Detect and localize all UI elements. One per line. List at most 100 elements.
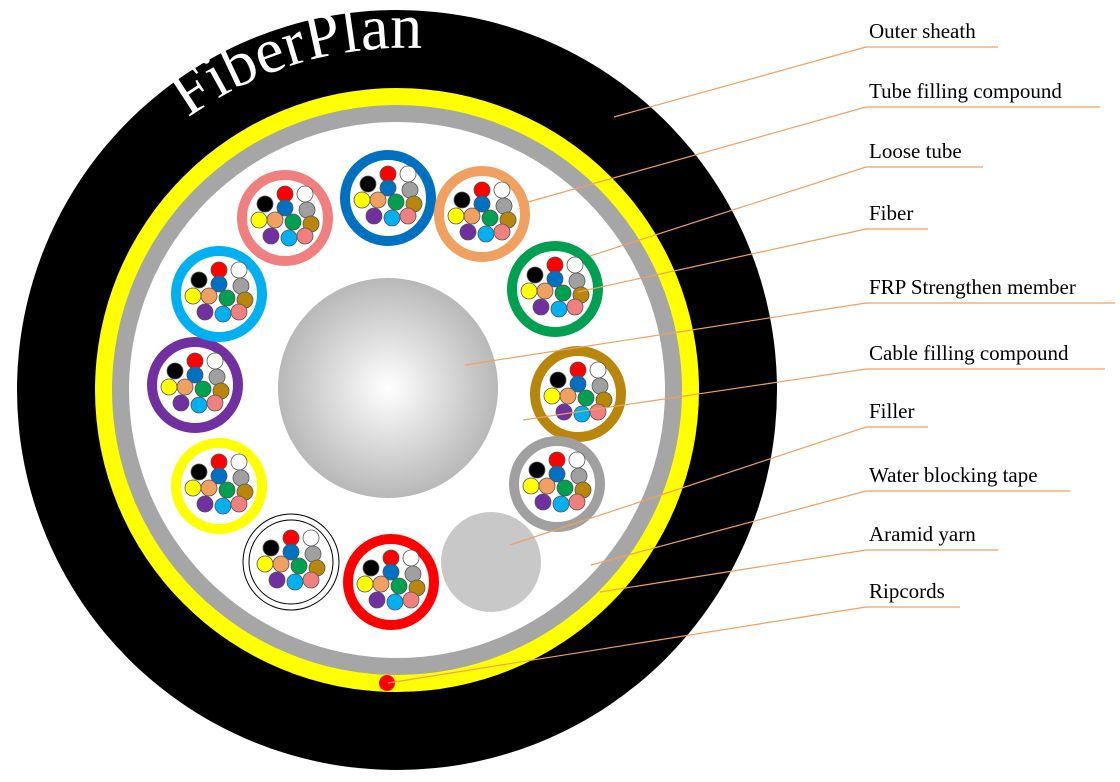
fiber [272, 555, 290, 573]
fiber [214, 497, 232, 515]
fiber [230, 453, 248, 471]
fiber [368, 591, 386, 609]
fiber [463, 207, 481, 225]
fiber [262, 539, 280, 557]
fiber [218, 289, 236, 307]
leader-line [522, 368, 867, 421]
fiber [522, 477, 540, 495]
fiber [546, 270, 564, 288]
fiber [365, 207, 383, 225]
fiber [296, 227, 314, 245]
fiber [526, 266, 544, 284]
fiber [382, 563, 400, 581]
loose-tube [171, 438, 267, 534]
fiber [232, 277, 250, 295]
loose-tube [509, 436, 605, 532]
fiber [262, 227, 280, 245]
fiber [570, 467, 588, 485]
fiber [196, 495, 214, 513]
fiber [383, 209, 401, 227]
fiber [290, 557, 308, 575]
label-aramid-yarn: Aramid yarn [869, 522, 976, 546]
fiber [232, 469, 250, 487]
fiber [473, 195, 491, 213]
ripcord [379, 675, 395, 691]
loose-tube [242, 513, 340, 611]
fiber [284, 213, 302, 231]
loose-tubes [147, 150, 626, 630]
fiber [369, 191, 387, 209]
fiber [387, 193, 405, 211]
fiber [552, 495, 570, 513]
fiber [210, 467, 228, 485]
fiber [302, 571, 320, 589]
fiber [550, 300, 568, 318]
leader-line [613, 46, 867, 118]
fiber [495, 197, 513, 215]
fiber [536, 282, 554, 300]
loose-tube [340, 150, 436, 246]
label-ripcords: Ripcords [869, 579, 945, 603]
label-loose-tube: Loose tube [869, 139, 962, 163]
fiber [566, 256, 584, 274]
fiber [372, 575, 390, 593]
fiber [493, 181, 511, 199]
fiber [568, 451, 586, 469]
loose-tube [507, 241, 603, 337]
fiber [296, 185, 314, 203]
fiber [549, 371, 567, 389]
filler-rod [441, 512, 541, 612]
fiber [447, 207, 465, 225]
fiber [286, 573, 304, 591]
fiber [282, 543, 300, 561]
fiber [477, 225, 495, 243]
leader-line [509, 426, 867, 546]
fiber [559, 387, 577, 405]
fiber [282, 529, 300, 547]
fiber [538, 477, 556, 495]
fiber [298, 201, 316, 219]
fiber [573, 405, 591, 423]
fiber [402, 549, 420, 567]
loose-tube [237, 170, 333, 266]
fiber [359, 175, 377, 193]
tube-wall-inner [248, 519, 334, 605]
fiber [256, 195, 274, 213]
fiber [190, 271, 208, 289]
fiber [548, 465, 566, 483]
fiber [200, 287, 218, 305]
fiber [304, 545, 322, 563]
fiber [520, 282, 538, 300]
fiber [591, 377, 609, 395]
loose-tube [343, 534, 439, 630]
loose-tube [147, 337, 243, 433]
fiber [276, 199, 294, 217]
fiber [266, 211, 284, 229]
fiber [268, 571, 286, 589]
loose-tube [171, 246, 267, 342]
fiber [166, 362, 184, 380]
fiber [481, 209, 499, 227]
fiber [230, 261, 248, 279]
fiber [214, 305, 232, 323]
fiber [200, 479, 218, 497]
label-water-blocking-tape: Water blocking tape [869, 463, 1038, 487]
leader-lines [387, 46, 1115, 684]
fiber [160, 378, 178, 396]
label-frp-strength-member: FRP Strengthen member [869, 275, 1076, 299]
fiber [184, 287, 202, 305]
fiber [210, 275, 228, 293]
leader-line [590, 490, 867, 566]
fiber [382, 549, 400, 567]
fiber [493, 223, 511, 241]
leader-line [577, 228, 867, 293]
fiber [208, 368, 226, 386]
fiber [230, 495, 248, 513]
leader-line [589, 166, 867, 257]
fiber [577, 389, 595, 407]
label-fiber: Fiber [869, 201, 913, 225]
label-outer-sheath: Outer sheath [869, 19, 976, 43]
fiber [250, 211, 268, 229]
